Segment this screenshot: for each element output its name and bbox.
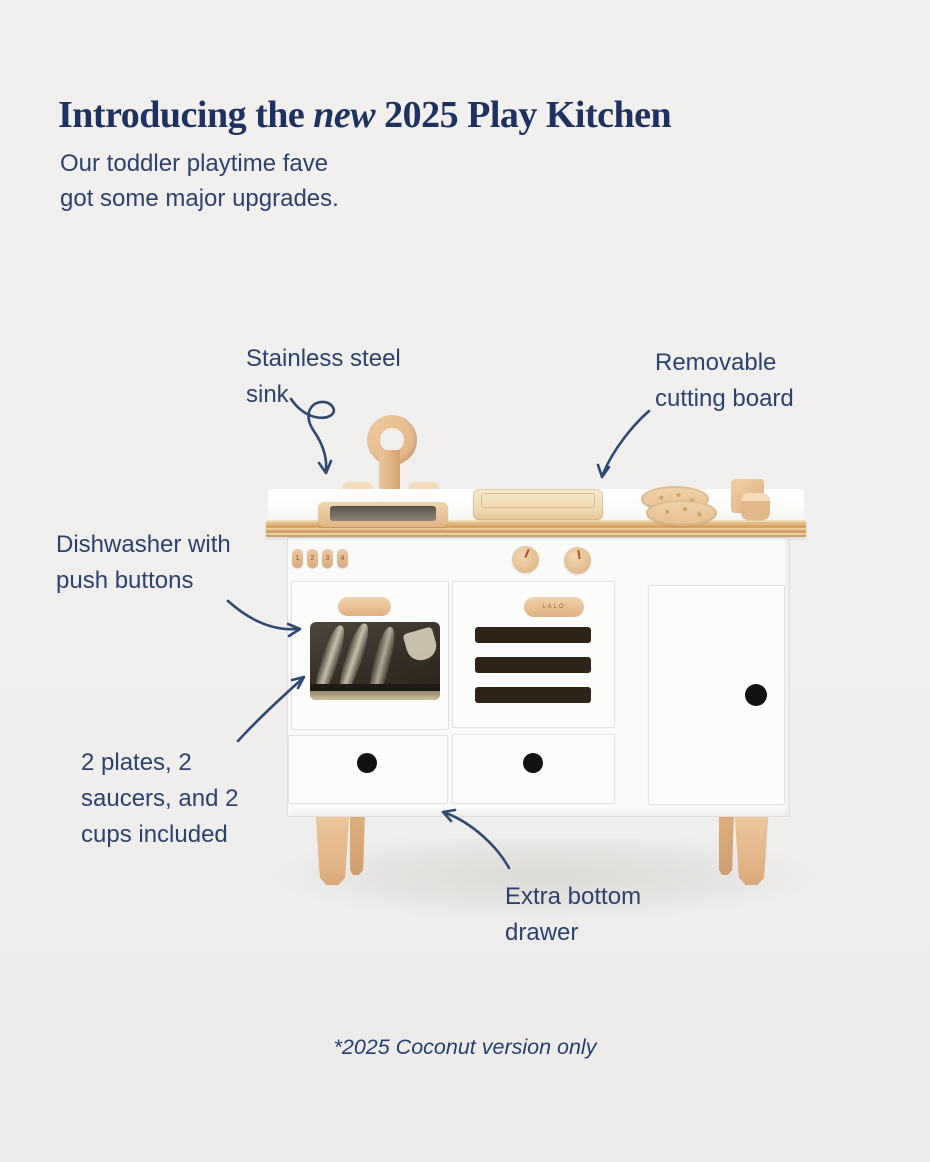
callout-tableware-line-1: 2 plates, 2 bbox=[81, 749, 192, 776]
faucet-arch-hole bbox=[380, 428, 404, 452]
callout-dishwasher: Dishwasher with push buttons bbox=[56, 527, 231, 599]
oven-vent-slot-2 bbox=[475, 657, 591, 673]
push-button-3-label: 3 bbox=[325, 555, 330, 562]
dish-rack-shadow bbox=[310, 684, 440, 691]
subtitle-line-2: got some major upgrades. bbox=[60, 185, 339, 212]
push-button-4-label: 4 bbox=[340, 555, 345, 562]
leg-front-right bbox=[734, 813, 769, 885]
push-button-1: 1 bbox=[292, 549, 303, 568]
push-button-3: 3 bbox=[322, 549, 333, 568]
page-title: Introducing the new 2025 Play Kitchen bbox=[58, 93, 838, 137]
callout-cutting-line-2: cutting board bbox=[655, 385, 794, 412]
burner-front bbox=[646, 500, 717, 526]
callout-cutting-line-1: Removable bbox=[655, 349, 777, 376]
subtitle-line-1: Our toddler playtime fave bbox=[60, 150, 329, 177]
callout-dishwasher-line-2: push buttons bbox=[56, 567, 194, 594]
sink-tray bbox=[318, 502, 448, 527]
callout-cutting-board: Removable cutting board bbox=[655, 345, 794, 417]
faucet-arch bbox=[367, 415, 417, 465]
subtitle: Our toddler playtime fave got some major… bbox=[60, 146, 339, 216]
callout-sink: Stainless steel sink bbox=[246, 341, 401, 413]
callout-sink-line-2: sink bbox=[246, 381, 289, 408]
push-button-2-label: 2 bbox=[310, 555, 315, 562]
shaker-cylinder bbox=[741, 493, 770, 520]
sink-basin bbox=[330, 506, 436, 521]
title-emphasis: new bbox=[313, 94, 376, 137]
dish-rack bbox=[310, 691, 440, 700]
callout-tableware-line-3: cups included bbox=[81, 821, 228, 848]
title-suffix: 2025 Play Kitchen bbox=[375, 94, 672, 137]
callout-tableware: 2 plates, 2 saucers, and 2 cups included bbox=[81, 745, 238, 853]
dishwasher-push-buttons: 1 2 3 4 bbox=[292, 549, 348, 568]
oven-knob-right-tick bbox=[577, 549, 581, 560]
push-button-2: 2 bbox=[307, 549, 318, 568]
callout-dishwasher-line-1: Dishwasher with bbox=[56, 531, 231, 558]
callout-drawer-line-2: drawer bbox=[505, 919, 579, 946]
cutting-board-groove bbox=[481, 493, 595, 508]
oven-knob-right bbox=[564, 547, 591, 574]
drawer-left-handle-hole bbox=[357, 753, 377, 773]
oven-handle-engraving: LALO bbox=[542, 604, 566, 610]
callout-bottom-drawer: Extra bottom drawer bbox=[505, 879, 641, 951]
cup bbox=[402, 626, 440, 664]
callout-sink-line-1: Stainless steel bbox=[246, 345, 401, 372]
leg-front-left bbox=[315, 813, 350, 885]
oven-vent-slot-1 bbox=[475, 627, 591, 643]
push-button-1-label: 1 bbox=[295, 555, 300, 562]
dishwasher-handle bbox=[338, 597, 391, 616]
cutting-board-arrow bbox=[596, 409, 651, 479]
drawer-right-handle-hole bbox=[523, 753, 543, 773]
oven-handle: LALO bbox=[524, 597, 584, 617]
push-button-4: 4 bbox=[337, 549, 348, 568]
oven-knob-left-tick bbox=[524, 548, 530, 559]
footnote: *2025 Coconut version only bbox=[333, 1035, 597, 1059]
cutting-board bbox=[473, 489, 603, 520]
dishwasher-window bbox=[310, 622, 440, 700]
leg-back-right bbox=[719, 813, 734, 875]
callout-drawer-line-1: Extra bottom bbox=[505, 883, 642, 910]
leg-back-left bbox=[350, 813, 365, 875]
oven-vent-slot-3 bbox=[475, 687, 591, 703]
oven-knob-left bbox=[512, 546, 539, 573]
callout-tableware-line-2: saucers, and 2 bbox=[81, 785, 239, 812]
cabinet-handle-hole bbox=[745, 684, 767, 706]
title-prefix: Introducing the bbox=[58, 94, 314, 137]
